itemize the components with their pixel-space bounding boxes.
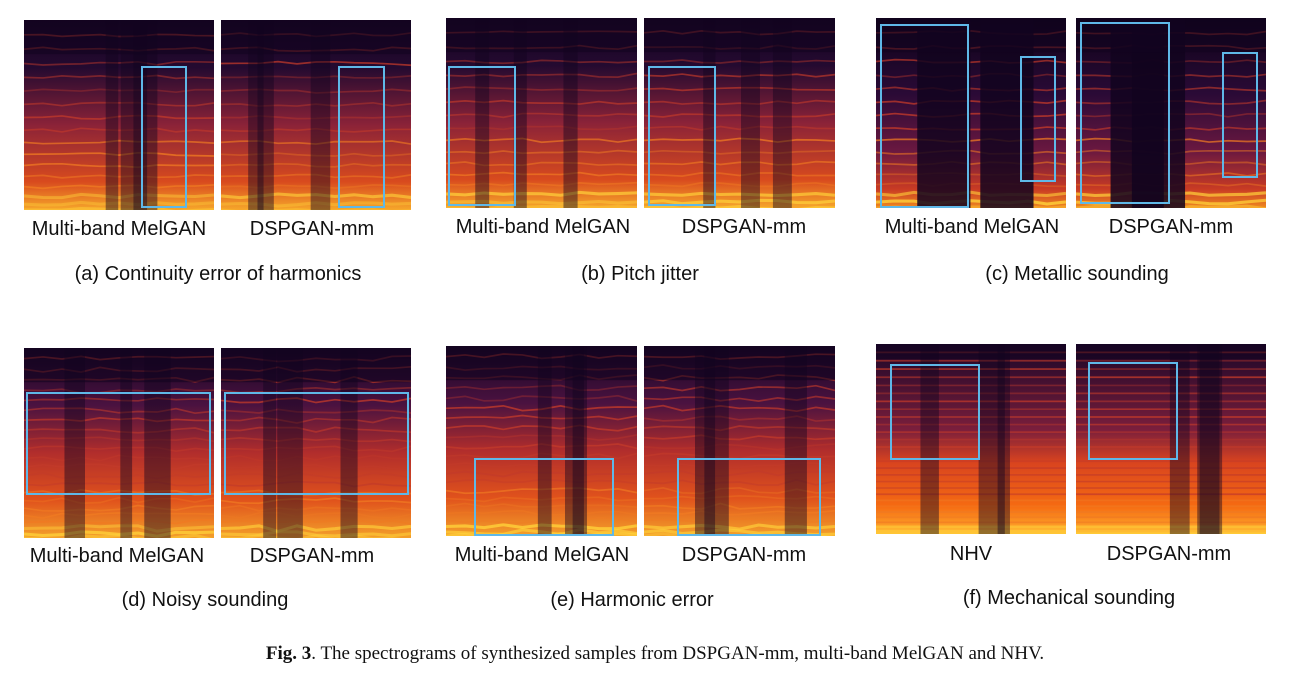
highlight-box: [1020, 56, 1056, 182]
spectrogram-d-left: [24, 348, 214, 538]
highlight-box: [890, 364, 980, 460]
label-right-a: DSPGAN-mm: [249, 218, 375, 240]
subcaption-b: (b) Pitch jitter: [581, 263, 699, 285]
label-left-a: Multi-band MelGAN: [31, 218, 207, 240]
label-left-e: Multi-band MelGAN: [454, 544, 630, 566]
spectrogram-b-left: [446, 18, 637, 208]
highlight-box: [648, 66, 716, 206]
highlight-box: [338, 66, 385, 208]
highlight-box: [224, 392, 409, 495]
label-left-b: Multi-band MelGAN: [455, 216, 631, 238]
highlight-box: [1222, 52, 1258, 178]
label-left-f: NHV: [949, 543, 993, 565]
figure-caption: Fig. 3. The spectrograms of synthesized …: [0, 643, 1310, 665]
label-right-f: DSPGAN-mm: [1106, 543, 1232, 565]
subcaption-d: (d) Noisy sounding: [121, 589, 289, 611]
spectrogram-b-right: [644, 18, 835, 208]
spectrogram-e-right: [644, 346, 835, 536]
highlight-box: [141, 66, 187, 208]
spectrogram-e-left: [446, 346, 637, 536]
subcaption-a: (a) Continuity error of harmonics: [74, 263, 362, 285]
highlight-box: [677, 458, 821, 536]
label-right-c: DSPGAN-mm: [1108, 216, 1234, 238]
label-right-e: DSPGAN-mm: [681, 544, 807, 566]
label-right-b: DSPGAN-mm: [681, 216, 807, 238]
spectrogram-f-right: [1076, 344, 1266, 534]
highlight-box: [1088, 362, 1178, 460]
subcaption-c: (c) Metallic sounding: [985, 263, 1169, 285]
caption-text: . The spectrograms of synthesized sample…: [311, 643, 1045, 664]
label-left-c: Multi-band MelGAN: [884, 216, 1060, 238]
highlight-box: [1080, 22, 1170, 204]
spectrogram-a-left: [24, 20, 214, 210]
highlight-box: [448, 66, 516, 206]
highlight-box: [474, 458, 614, 536]
label-left-d: Multi-band MelGAN: [29, 545, 205, 567]
label-right-d: DSPGAN-mm: [249, 545, 375, 567]
subcaption-e: (e) Harmonic error: [550, 589, 714, 611]
highlight-box: [880, 24, 969, 208]
spectrogram-d-right: [221, 348, 411, 538]
caption-label: Fig. 3: [265, 643, 312, 664]
highlight-box: [26, 392, 211, 495]
spectrogram-f-left: [876, 344, 1066, 534]
spectrogram-c-left: [876, 18, 1066, 208]
subcaption-f: (f) Mechanical sounding: [962, 587, 1176, 609]
spectrogram-a-right: [221, 20, 411, 210]
